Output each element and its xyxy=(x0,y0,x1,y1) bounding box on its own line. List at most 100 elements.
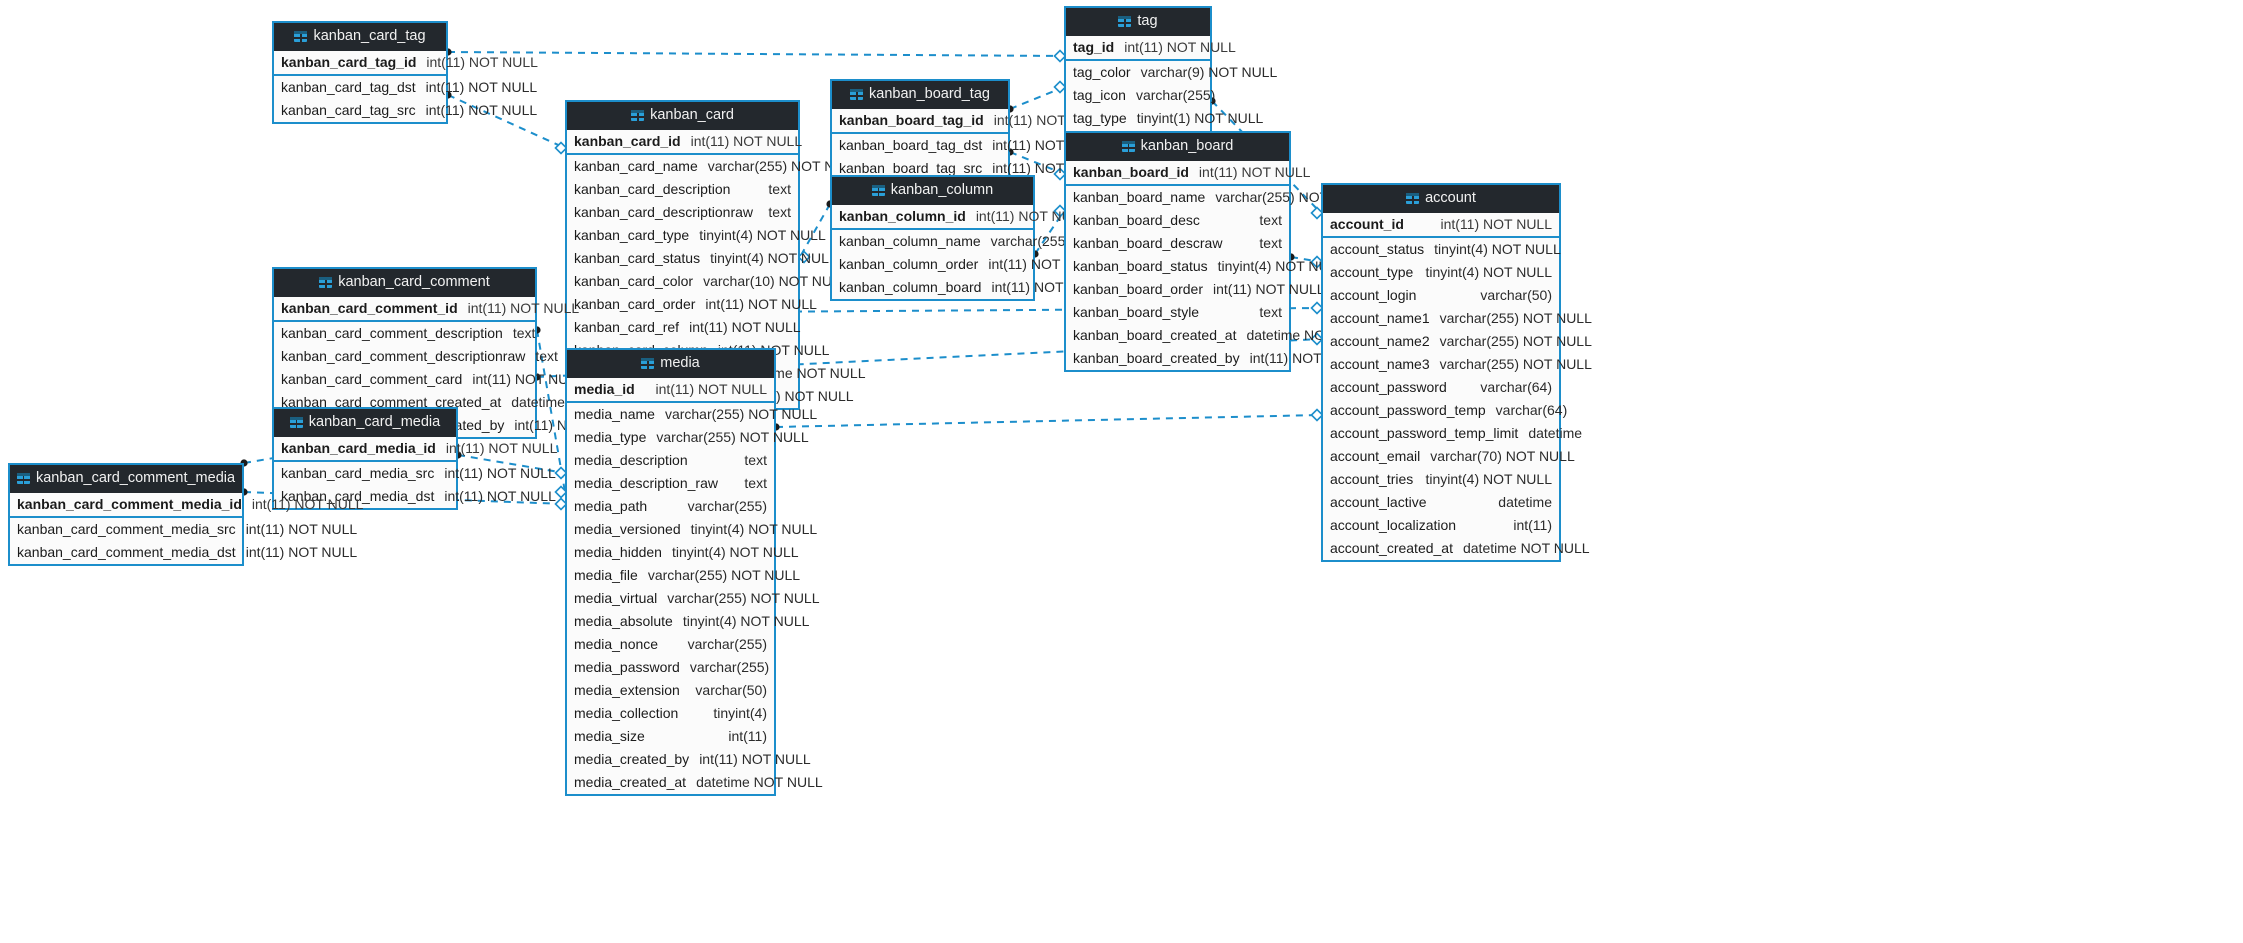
table-header-kanban_card_tag[interactable]: kanban_card_tag xyxy=(274,23,446,51)
field-name: kanban_card_comment_media_src xyxy=(17,520,236,537)
relation-line xyxy=(1009,86,1065,110)
table-header-kanban_board_tag[interactable]: kanban_board_tag xyxy=(832,81,1008,109)
field-name: account_email xyxy=(1330,447,1421,464)
field-type: datetime NOT NULL xyxy=(1462,539,1590,556)
table-header-tag[interactable]: tag xyxy=(1066,8,1210,36)
table-header-media[interactable]: media xyxy=(567,350,774,378)
field-type: tinyint(4) NOT NULL xyxy=(682,612,810,629)
table-header-kanban_card_media[interactable]: kanban_card_media xyxy=(274,409,456,437)
table-header-kanban_card[interactable]: kanban_card xyxy=(567,102,798,130)
table-header-kanban_board[interactable]: kanban_board xyxy=(1066,133,1289,161)
table-header-account[interactable]: account xyxy=(1323,185,1559,213)
field-name: kanban_board_order xyxy=(1073,280,1203,297)
table-header-kanban_card_comment_media[interactable]: kanban_card_comment_media xyxy=(10,465,242,493)
table-header-kanban_card_comment[interactable]: kanban_card_comment xyxy=(274,269,535,297)
table-header-kanban_column[interactable]: kanban_column xyxy=(832,177,1033,205)
